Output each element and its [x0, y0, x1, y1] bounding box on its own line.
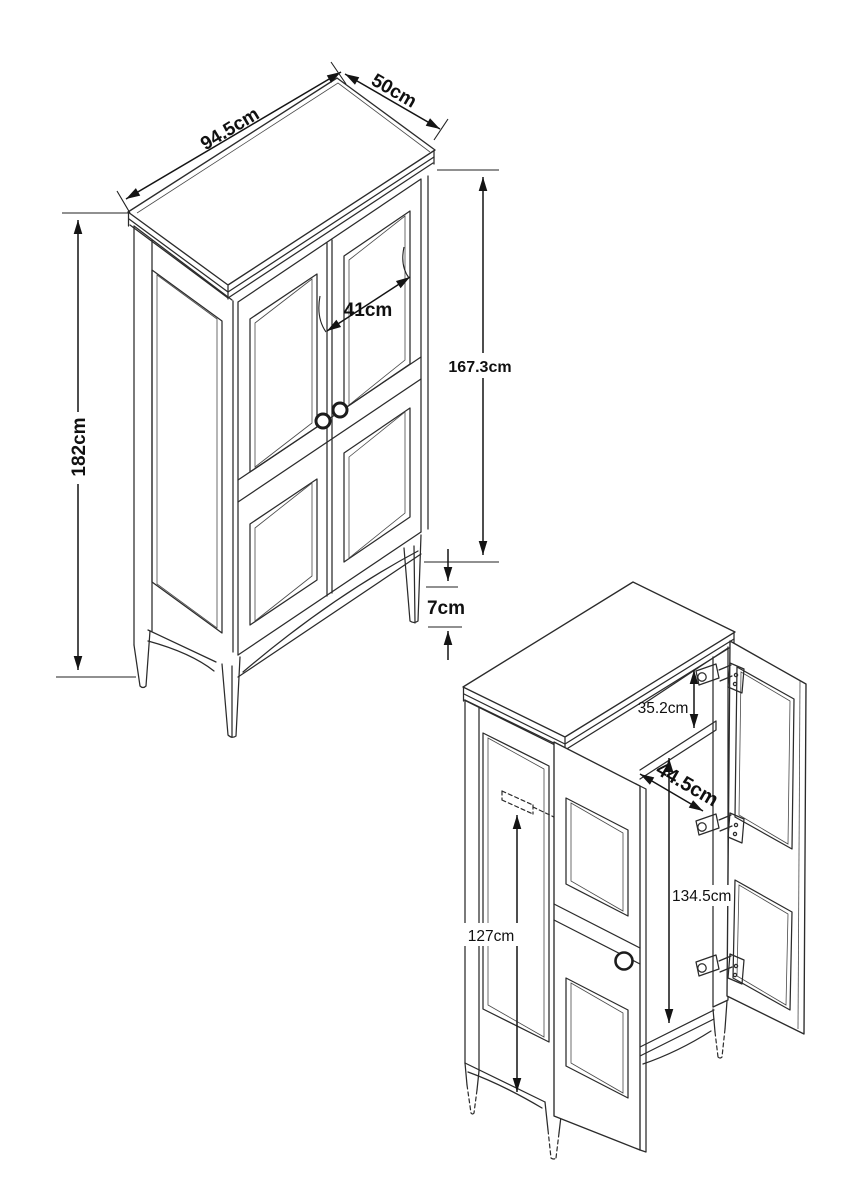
dim-hanging-height-label: 127cm: [468, 928, 515, 945]
hanging-rail: [501, 790, 557, 819]
dim-floor-clearance-label: 7cm: [427, 598, 465, 619]
door-knob: [314, 412, 332, 430]
dim-shelf-drop-label: 35.2cm: [638, 700, 689, 717]
dim-shelf-drop: 35.2cm: [638, 670, 699, 728]
dim-interior-depth-label: 44.5cm: [652, 758, 722, 811]
interior-shelf: [639, 720, 717, 780]
dim-interior-height-label: 134.5cm: [672, 888, 731, 905]
dim-hanging-height: 127cm: [464, 815, 522, 1092]
side-panel: [464, 699, 561, 1109]
door-knob: [614, 951, 634, 971]
open-wardrobe-drawing: [462, 581, 807, 1160]
dim-interior-height: 134.5cm: [664, 758, 731, 1023]
wardrobe-legs: [464, 1000, 728, 1160]
wardrobe-legs: [133, 534, 422, 738]
right-door-open: [726, 640, 807, 1035]
closed-wardrobe-drawing: [127, 77, 436, 738]
wardrobe-top-panel: [462, 581, 736, 738]
wardrobe-top-panel: [127, 77, 436, 286]
wardrobe-interior: [639, 647, 729, 1065]
carcass-front-face: [232, 175, 429, 656]
dim-door-width-label: 41cm: [344, 300, 393, 321]
dim-carcass-height-label: 167.3cm: [448, 359, 511, 376]
dim-floor-clearance: 7cm: [426, 549, 465, 660]
side-panel: [133, 225, 233, 672]
dim-interior-depth: 44.5cm: [639, 758, 722, 812]
dim-overall-height: 182cm: [56, 212, 136, 678]
dim-door-width: 41cm: [318, 246, 411, 333]
dim-carcass-height: 167.3cm: [424, 169, 517, 563]
left-door-open: [553, 741, 647, 1153]
dim-overall-height-label: 182cm: [69, 417, 90, 476]
door-knob: [331, 401, 349, 419]
